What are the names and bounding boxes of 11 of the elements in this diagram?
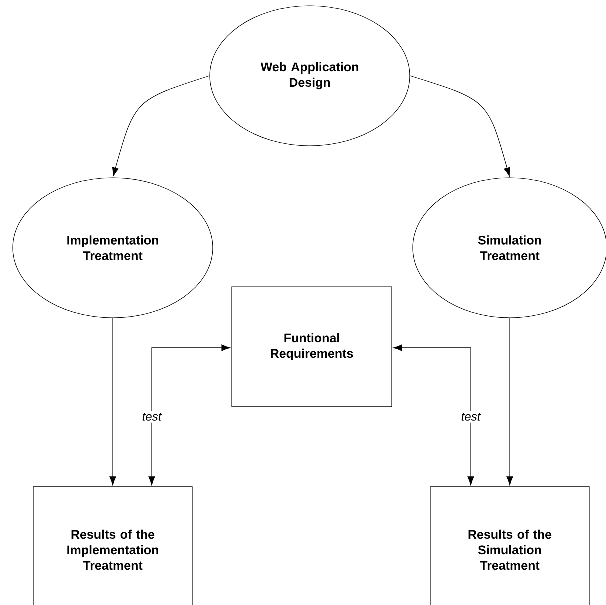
arrow [410, 76, 511, 177]
arrow [110, 318, 116, 486]
edge-label: test [459, 411, 483, 423]
process-box: Results of the Implementation Treatment [33, 486, 193, 605]
edge-label: test [140, 411, 164, 423]
arrow [506, 318, 514, 486]
arrow [148, 344, 231, 486]
arrow [393, 344, 474, 486]
process-box: Funtional Requirements [232, 286, 392, 408]
process-box: Results of the Simulation Treatment [430, 486, 590, 605]
arrow [112, 76, 210, 177]
